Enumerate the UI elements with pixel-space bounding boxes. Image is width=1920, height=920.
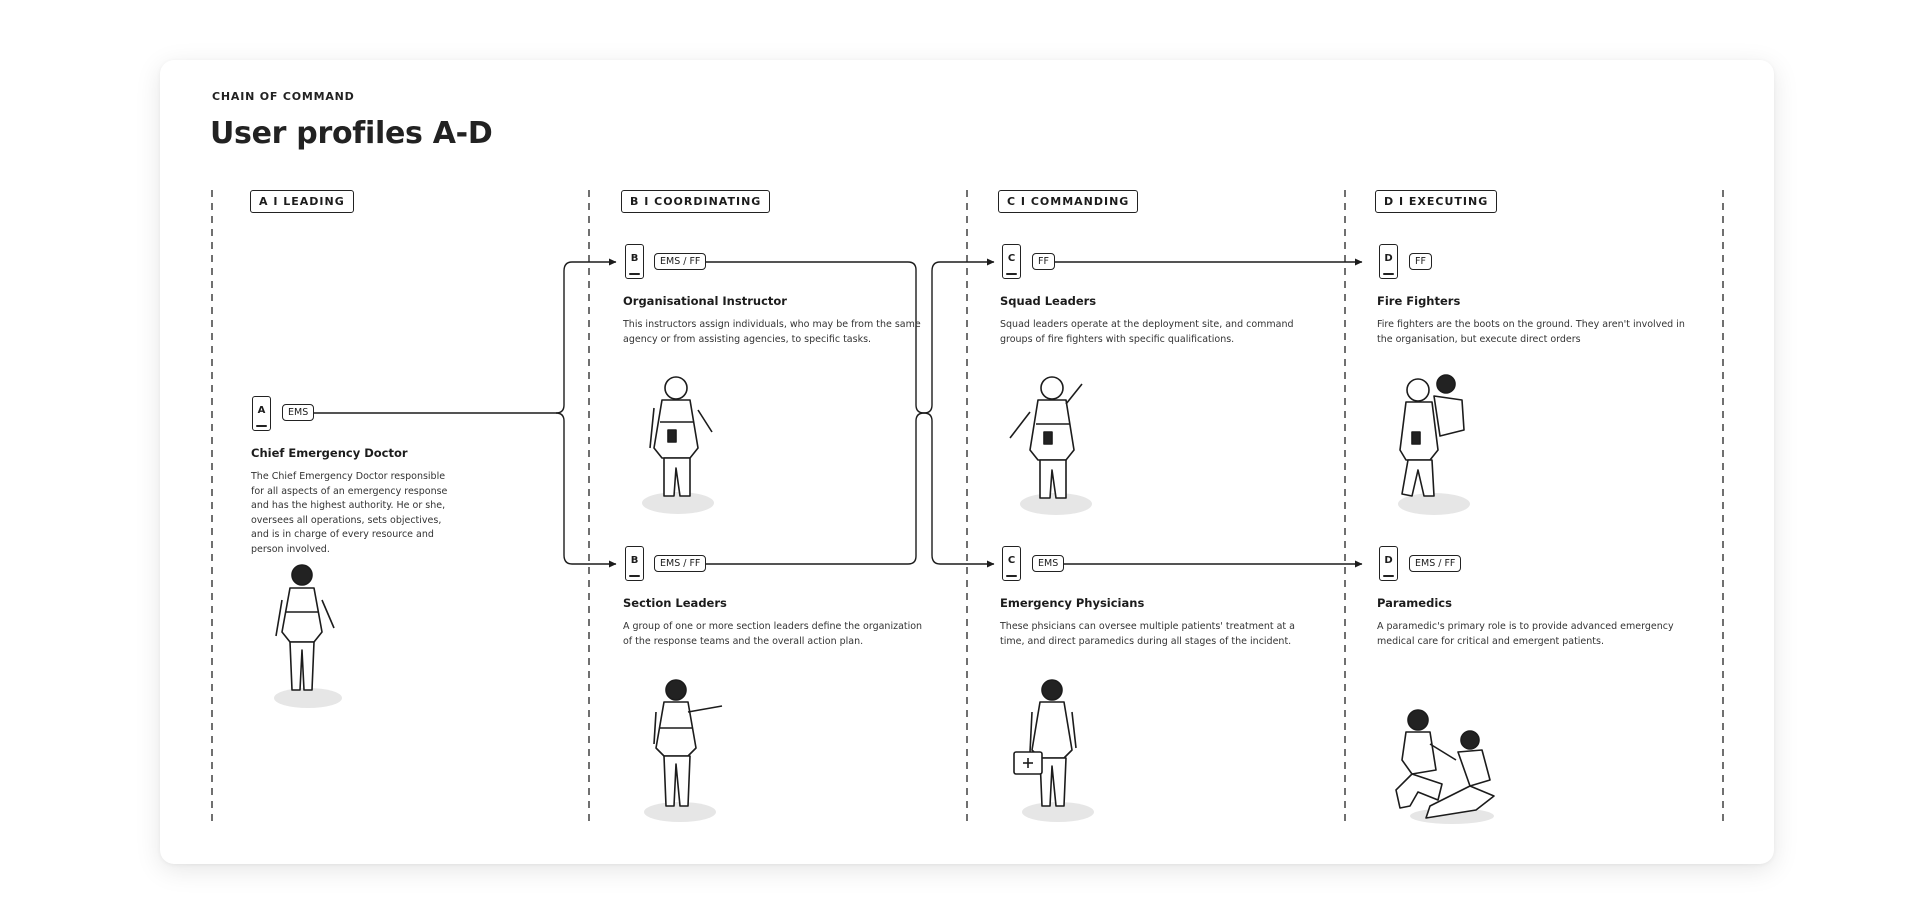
column-tag-leading: A I LEADING xyxy=(250,190,354,213)
profile-description-section-leaders: A group of one or more section leaders d… xyxy=(623,621,923,647)
badge-ems: EMS xyxy=(1032,555,1065,572)
profile-title-squad-leaders: Squad Leaders xyxy=(1000,294,1097,308)
column-tag-executing: D I EXECUTING xyxy=(1375,190,1498,213)
profile-description-emergency-physicians: These phsicians can oversee multiple pat… xyxy=(1000,621,1295,647)
device-icon: C xyxy=(1002,244,1021,279)
device-icon: D xyxy=(1379,546,1398,581)
profile-description-chief-doctor: The Chief Emergency Doctor responsible f… xyxy=(251,471,448,555)
device-icon: D xyxy=(1379,244,1398,279)
column-tag-coordinating: B I COORDINATING xyxy=(621,190,771,213)
profile-title-chief-doctor: Chief Emergency Doctor xyxy=(251,446,408,460)
profile-description-squad-leaders: Squad leaders operate at the deployment … xyxy=(1000,319,1294,345)
device-icon: A xyxy=(252,396,271,431)
profile-title-emergency-physicians: Emergency Physicians xyxy=(1000,596,1145,610)
badge-ems-ff: EMS / FF xyxy=(1409,555,1462,572)
profile-title-fire-fighters: Fire Fighters xyxy=(1377,294,1461,308)
column-tag-commanding: C I COMMANDING xyxy=(998,190,1139,213)
badge-ems: EMS xyxy=(282,404,315,421)
badge-ems-ff: EMS / FF xyxy=(654,555,707,572)
profile-description-paramedics: A paramedic's primary role is to provide… xyxy=(1377,621,1674,647)
page-title: User profiles A-D xyxy=(210,116,493,151)
diagram-card: CHAIN OF COMMAND User profiles A-D xyxy=(160,60,1774,864)
profile-title-organisational-instructor: Organisational Instructor xyxy=(623,294,787,308)
profile-title-paramedics: Paramedics xyxy=(1377,596,1452,610)
badge-ems-ff: EMS / FF xyxy=(654,253,707,270)
badge-ff: FF xyxy=(1032,253,1055,270)
badge-ff: FF xyxy=(1409,253,1432,270)
device-icon: B xyxy=(625,244,644,279)
eyebrow-label: CHAIN OF COMMAND xyxy=(212,90,355,103)
profile-description-fire-fighters: Fire fighters are the boots on the groun… xyxy=(1377,319,1685,345)
device-icon: B xyxy=(625,546,644,581)
profile-title-section-leaders: Section Leaders xyxy=(623,596,727,610)
device-icon: C xyxy=(1002,546,1021,581)
profile-description-organisational-instructor: This instructors assign individuals, who… xyxy=(623,319,921,345)
